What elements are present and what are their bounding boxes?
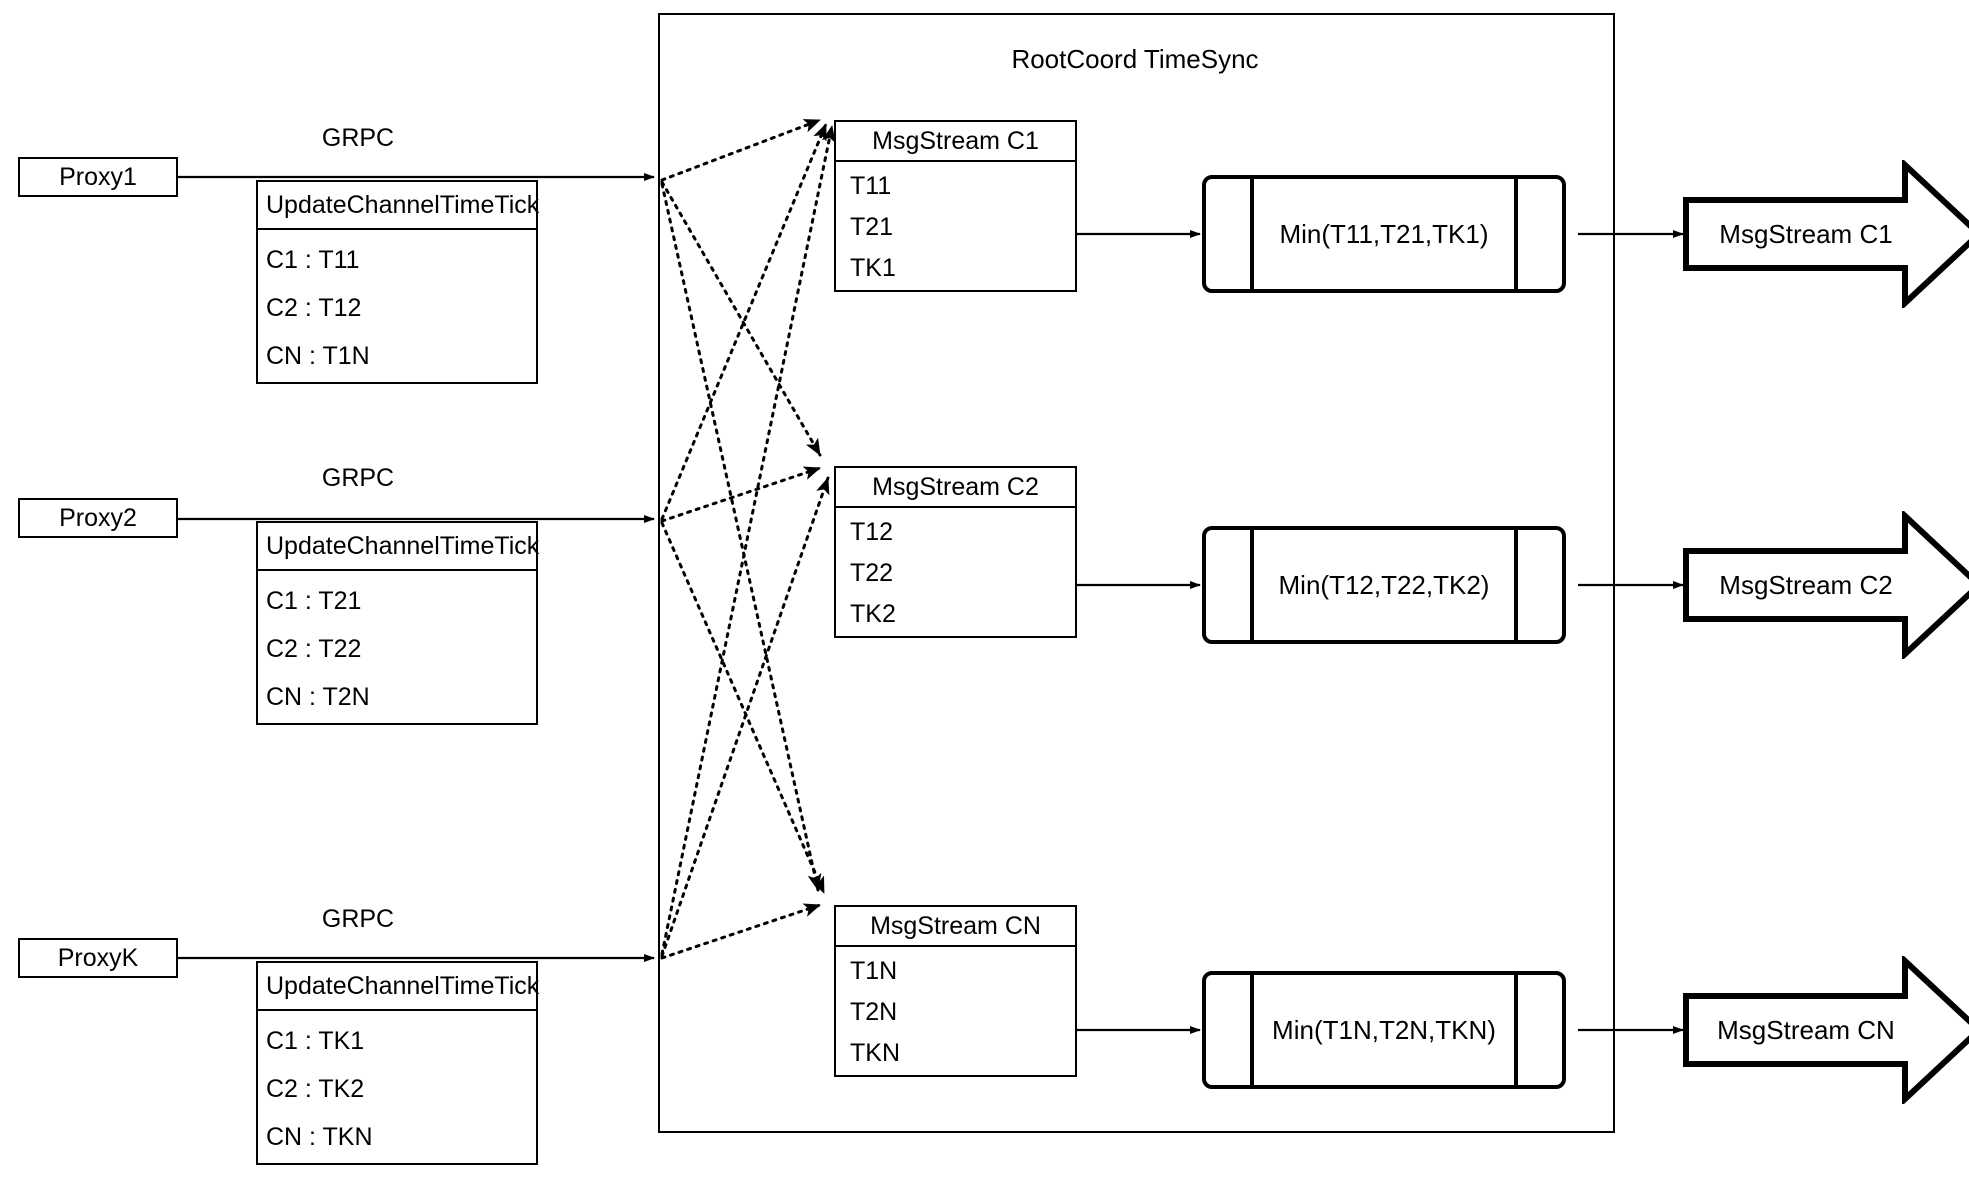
msgstream-row: TK1 xyxy=(850,254,896,282)
msgstream-header-1: MsgStream C1 xyxy=(836,122,1075,162)
msgstream-box-3: MsgStream CN T1N T2N TKN xyxy=(834,905,1077,1077)
msgstream-box-1: MsgStream C1 T11 T21 TK1 xyxy=(834,120,1077,292)
uct-header-1: UpdateChannelTimeTick xyxy=(258,182,539,230)
msgstream-row: TKN xyxy=(850,1039,900,1067)
grpc-label-3: GRPC xyxy=(321,905,395,933)
min-process-label-1: Min(T11,T21,TK1) xyxy=(1279,218,1489,249)
grpc-label-2: GRPC xyxy=(321,464,395,492)
uct-row: C2 : T22 xyxy=(266,634,362,663)
msgstream-row: T11 xyxy=(850,172,892,200)
output-block-arrow-3: MsgStream CN xyxy=(1683,956,1969,1104)
msgstream-rows-3: T1N T2N TKN xyxy=(836,947,1075,1075)
uct-row: CN : T1N xyxy=(266,341,370,370)
proxy-label-1: Proxy1 xyxy=(59,162,137,191)
msgstream-row: TK2 xyxy=(850,600,896,628)
proxy-label-3: ProxyK xyxy=(57,943,139,972)
grpc-label-1: GRPC xyxy=(321,124,395,152)
output-block-arrow-label-1: MsgStream C1 xyxy=(1719,218,1893,249)
msgstream-header-3: MsgStream CN xyxy=(836,907,1075,947)
msgstream-box-2: MsgStream C2 T12 T22 TK2 xyxy=(834,466,1077,638)
proxy-label-2: Proxy2 xyxy=(59,503,137,532)
uct-row: CN : T2N xyxy=(266,682,370,711)
update-channel-timetick-3: UpdateChannelTimeTick C1 : TK1 C2 : TK2 … xyxy=(256,961,539,1165)
min-process-1: Min(T11,T21,TK1) xyxy=(1202,175,1566,293)
proxy-box-1[interactable]: Proxy1 xyxy=(18,157,178,197)
msgstream-row: T2N xyxy=(850,998,898,1026)
output-block-arrow-label-2: MsgStream C2 xyxy=(1719,569,1893,600)
msgstream-header-2: MsgStream C2 xyxy=(836,468,1075,508)
uct-header-2: UpdateChannelTimeTick xyxy=(258,523,539,571)
min-process-2: Min(T12,T22,TK2) xyxy=(1202,526,1566,644)
uct-row: C1 : T11 xyxy=(266,245,360,274)
uct-row: C2 : T12 xyxy=(266,293,362,322)
msgstream-row: T12 xyxy=(850,518,894,546)
uct-row: C2 : TK2 xyxy=(266,1074,365,1103)
msgstream-rows-2: T12 T22 TK2 xyxy=(836,508,1075,636)
proxy-box-2[interactable]: Proxy2 xyxy=(18,498,178,538)
msgstream-row: T22 xyxy=(850,559,894,587)
output-block-arrow-label-3: MsgStream CN xyxy=(1717,1014,1895,1045)
update-channel-timetick-1: UpdateChannelTimeTick C1 : T11 C2 : T12 … xyxy=(256,180,539,384)
uct-row: C1 : T21 xyxy=(266,586,362,615)
uct-rows-3: C1 : TK1 C2 : TK2 CN : TKN xyxy=(258,1011,536,1163)
output-block-arrow-1: MsgStream C1 xyxy=(1683,160,1969,308)
uct-row: CN : TKN xyxy=(266,1122,373,1151)
uct-rows-1: C1 : T11 C2 : T12 CN : T1N xyxy=(258,230,536,382)
proxy-box-3[interactable]: ProxyK xyxy=(18,938,178,978)
rootcoord-timesync-title: RootCoord TimeSync xyxy=(1011,44,1259,74)
update-channel-timetick-2: UpdateChannelTimeTick C1 : T21 C2 : T22 … xyxy=(256,521,539,725)
msgstream-row: T1N xyxy=(850,957,898,985)
uct-rows-2: C1 : T21 C2 : T22 CN : T2N xyxy=(258,571,536,723)
msgstream-rows-1: T11 T21 TK1 xyxy=(836,162,1075,290)
uct-header-3: UpdateChannelTimeTick xyxy=(258,963,539,1011)
output-block-arrow-2: MsgStream C2 xyxy=(1683,511,1969,659)
msgstream-row: T21 xyxy=(850,213,894,241)
rootcoord-timesync-container xyxy=(658,13,1615,1133)
min-process-label-2: Min(T12,T22,TK2) xyxy=(1278,569,1490,600)
min-process-3: Min(T1N,T2N,TKN) xyxy=(1202,971,1566,1089)
uct-row: C1 : TK1 xyxy=(266,1026,365,1055)
min-process-label-3: Min(T1N,T2N,TKN) xyxy=(1272,1014,1496,1045)
